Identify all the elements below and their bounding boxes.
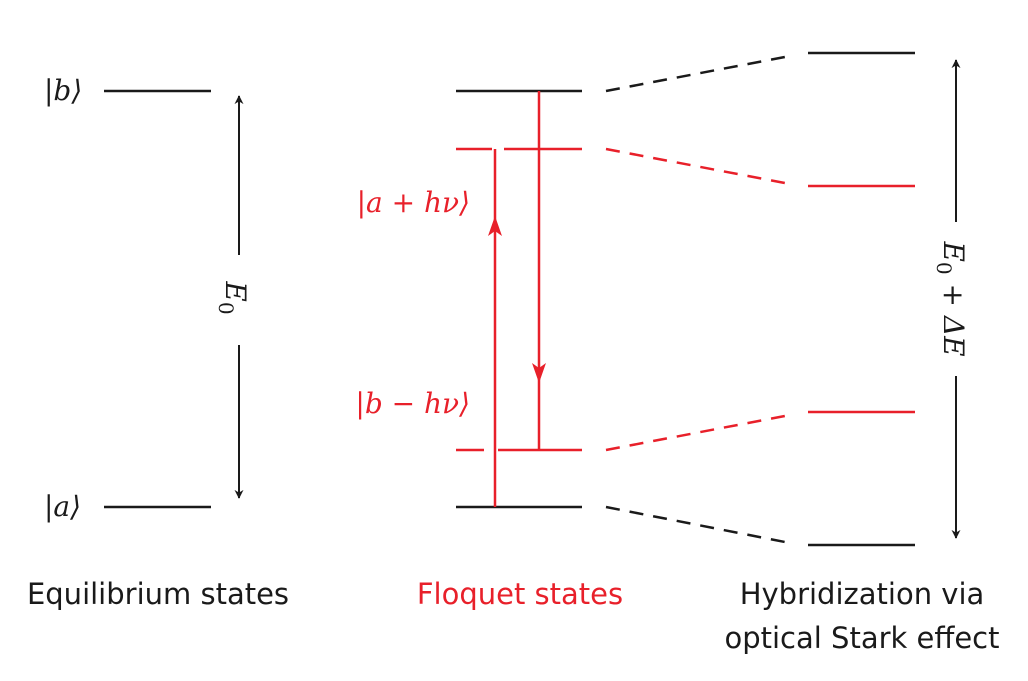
caption-floquet: Floquet states bbox=[417, 577, 623, 611]
floquet-column: |a + hν⟩ |b − hν⟩ Floquet states bbox=[355, 89, 623, 611]
e0-delta-label-base: E bbox=[937, 240, 970, 261]
caption-equilibrium: Equilibrium states bbox=[27, 577, 289, 611]
e0-delta-label-rest: + ΔE bbox=[937, 275, 970, 357]
ket-a-plus-hv-label: |a + hν⟩ bbox=[357, 186, 470, 219]
e0-label-base: E bbox=[219, 280, 252, 301]
connector-b-minus-hv bbox=[605, 413, 791, 452]
e0-delta-label-sub: 0 bbox=[932, 262, 956, 275]
connector-a-plus-hv bbox=[605, 147, 791, 186]
hybrid-column: E0 + ΔE Hybridization via optical Stark … bbox=[724, 51, 1000, 655]
hybridization-connectors bbox=[605, 54, 791, 545]
caption-hybrid-line2: optical Stark effect bbox=[724, 621, 999, 655]
ket-a-label: |a⟩ bbox=[44, 490, 81, 523]
upward-arrowhead bbox=[488, 216, 502, 236]
downward-arrowhead bbox=[532, 363, 546, 383]
ket-b-label: |b⟩ bbox=[44, 74, 82, 107]
connector-b bbox=[605, 54, 791, 93]
connector-a bbox=[605, 505, 791, 545]
equilibrium-column: |b⟩ |a⟩ E0 Equilibrium states bbox=[27, 74, 289, 611]
e0-delta-label: E0 + ΔE bbox=[932, 240, 970, 356]
ket-b-minus-hv-label: |b − hν⟩ bbox=[355, 387, 470, 420]
e0-label-sub: 0 bbox=[214, 302, 238, 315]
e0-label: E0 bbox=[214, 280, 252, 314]
caption-hybrid-line1: Hybridization via bbox=[740, 577, 985, 611]
